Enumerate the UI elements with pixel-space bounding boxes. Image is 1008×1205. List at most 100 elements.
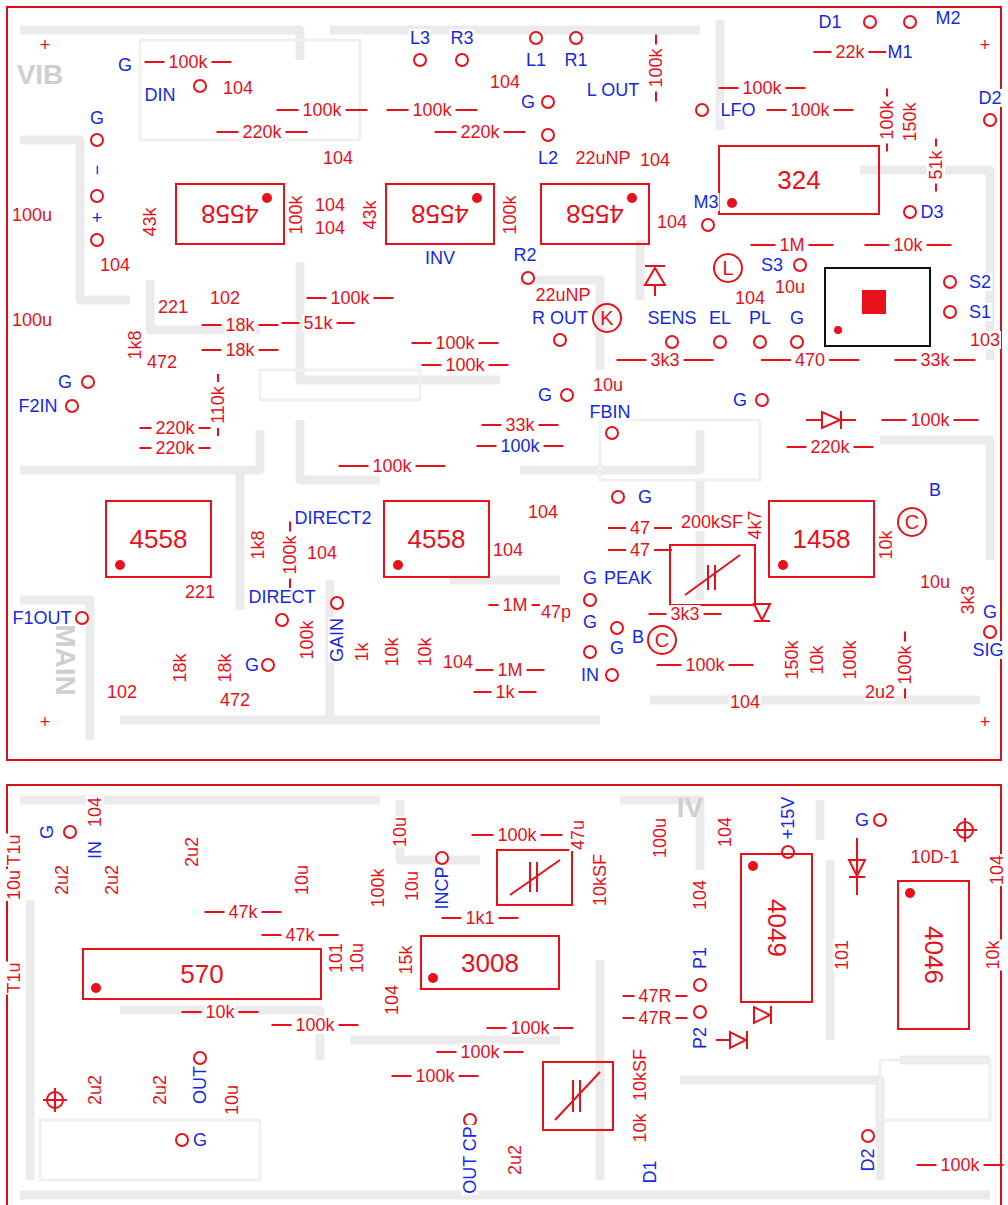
part-value: 100k [369, 867, 387, 908]
resistor-lead [239, 1011, 259, 1013]
resistor-lead [272, 1024, 292, 1026]
part-value: T1u [5, 833, 23, 866]
pad [984, 114, 996, 126]
resistor-lead [289, 522, 291, 532]
part-value: 47k [227, 903, 258, 921]
pad [76, 612, 88, 624]
signal-name: L3 [409, 29, 431, 47]
resistor-lead [623, 1017, 635, 1019]
signal-name: SENS [646, 309, 697, 327]
part-value: + [979, 36, 992, 54]
resistor-lead [199, 447, 211, 449]
signal-name: R1 [563, 51, 588, 69]
ic-outline: 4558 [383, 500, 490, 578]
signal-name: G [89, 109, 105, 127]
part-value: 10u [223, 1084, 241, 1116]
part-value: 104 [527, 503, 559, 521]
resistor-lead [676, 1017, 688, 1019]
resistor-lead [217, 428, 219, 436]
ic-outline: 4558 [105, 500, 212, 578]
part-value: 10k [877, 529, 895, 560]
signal-name: G [38, 824, 56, 840]
signal-name: INCP [433, 865, 451, 910]
pad [262, 659, 274, 671]
ic-outline: 4558 [540, 183, 650, 245]
pad [606, 669, 618, 681]
part-value: 100k [789, 101, 830, 119]
ic-number: 4558 [201, 201, 259, 227]
resistor-lead [286, 131, 308, 133]
switch-dot [834, 326, 842, 334]
ic-outline: 4049 [740, 853, 813, 1003]
resistor-lead [504, 1051, 524, 1053]
signal-name: S2 [968, 273, 992, 291]
part-value: 18k [224, 341, 255, 359]
circle-outline [898, 508, 926, 536]
pad [864, 16, 876, 28]
part-value: 100k [909, 411, 950, 429]
part-value: 104 [489, 73, 521, 91]
part-value: 10u [774, 278, 806, 296]
ic-outline: 570 [82, 948, 322, 1000]
part-value: 2u2 [86, 1074, 104, 1106]
resistor-lead [814, 51, 832, 53]
part-value: 104 [314, 219, 346, 237]
part-value: 100k [281, 534, 299, 575]
resistor-lead [472, 834, 494, 836]
signal-name: R3 [449, 29, 474, 47]
signal-name: OUT [191, 1065, 209, 1105]
resistor-lead [416, 465, 446, 467]
resistor-lead [387, 109, 409, 111]
pad [714, 336, 726, 348]
resistor-lead [217, 131, 239, 133]
resistor-lead [259, 324, 279, 326]
pad [904, 16, 916, 28]
ic-number: 4558 [408, 526, 466, 552]
part-value: 200kSF [680, 513, 744, 531]
resistor-lead [307, 297, 327, 299]
trimmer-outline [670, 545, 755, 605]
resistor-lead [935, 184, 937, 192]
pad [530, 32, 542, 44]
resistor-lead [761, 359, 791, 361]
signal-name: B [928, 481, 942, 499]
signal-name: G [789, 309, 805, 327]
part-value: 47R [637, 1009, 672, 1027]
part-value: 10D-1 [909, 848, 960, 866]
pad [791, 336, 803, 348]
resistor-lead [282, 322, 300, 324]
part-value: 220k [241, 123, 282, 141]
part-value: 102 [209, 289, 241, 307]
part-value: T1u [5, 961, 23, 994]
part-value: 100k [841, 639, 859, 680]
pad [666, 336, 678, 348]
signal-name: G [637, 488, 653, 506]
signal-name: B [631, 628, 645, 646]
signal-name: G [57, 373, 73, 391]
mount-hole [953, 818, 977, 842]
signal-name: L2 [537, 149, 559, 167]
signal-name: S3 [760, 256, 784, 274]
ic-number: 570 [180, 961, 223, 987]
part-value: 100k [896, 644, 914, 685]
part-value: 47R [637, 987, 672, 1005]
ic-outline: 1458 [768, 500, 875, 578]
resistor-lead [435, 131, 457, 133]
part-value: 100k [329, 289, 370, 307]
part-value: 1M [501, 596, 528, 614]
part-value: 104 [99, 256, 131, 274]
resistor-lead [217, 374, 219, 382]
pad [176, 1134, 188, 1146]
mount-hole [43, 1088, 67, 1112]
pin1-dot [428, 973, 438, 983]
part-value: 1k8 [249, 529, 267, 560]
signal-name: G [520, 93, 536, 111]
pin1-dot [748, 861, 758, 871]
circle-marker: K [592, 303, 622, 333]
signal-name: SIG [971, 641, 1004, 659]
signal-name: PL [748, 309, 772, 327]
part-value: 10u [919, 573, 951, 591]
resistor-lead [422, 364, 442, 366]
part-value: 3k3 [669, 605, 700, 623]
part-value: 47u [569, 819, 587, 851]
